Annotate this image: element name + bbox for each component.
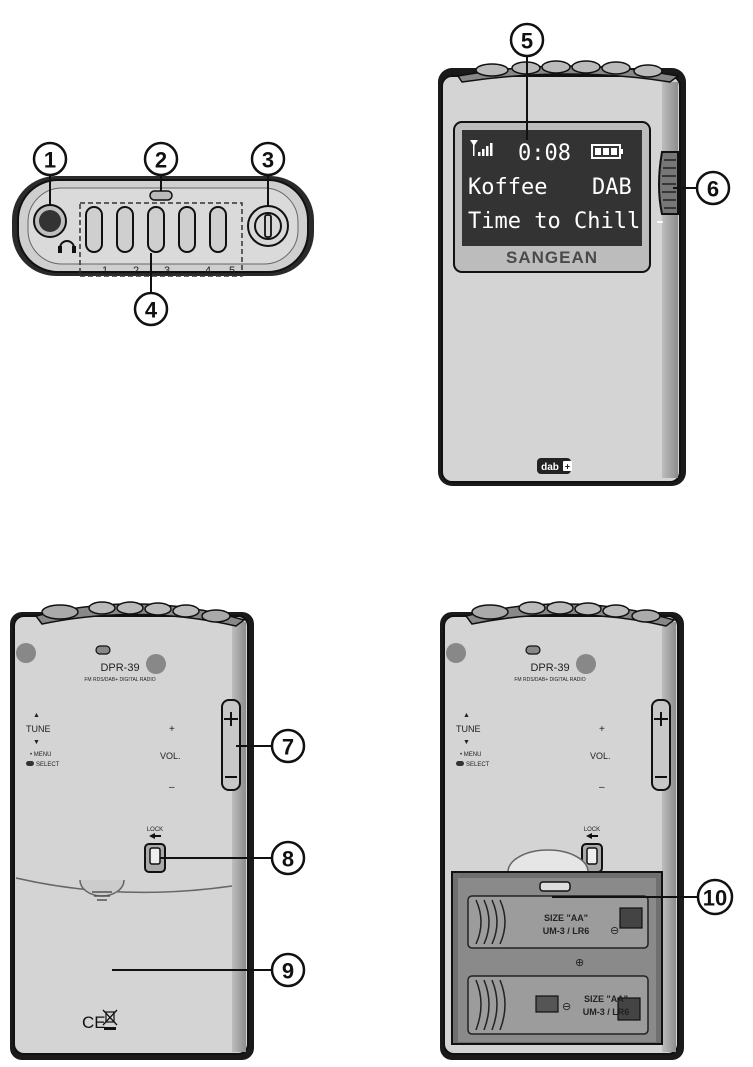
vol-label: VOL.: [160, 751, 181, 761]
open-lock-switch: [581, 843, 603, 873]
svg-text:9: 9: [282, 959, 294, 984]
battery-um-top: UM-3 / LR6: [543, 926, 590, 936]
indicator-led: [149, 190, 173, 201]
preset-buttons: [85, 206, 227, 253]
lcd-band: DAB: [592, 175, 632, 200]
svg-text:5: 5: [521, 29, 533, 54]
svg-text:⊖: ⊖: [610, 925, 619, 937]
lcd-station: Koffee: [468, 175, 547, 200]
svg-text:dab: dab: [541, 462, 559, 473]
preset-label-2: 2: [133, 265, 139, 277]
svg-text:⊕: ⊕: [575, 957, 584, 969]
battery-cover-seam: [15, 877, 233, 894]
preset-label-4: 4: [205, 265, 211, 277]
open-model-label: DPR-39: [530, 662, 569, 674]
screw-hole-right: [146, 654, 166, 674]
preset-label-3: 3: [164, 265, 170, 277]
headphone-icon: [58, 240, 76, 253]
card-slot: [539, 881, 571, 892]
open-volume-rocker: [651, 699, 671, 791]
top-view-device: 1 2 3 4 5: [12, 176, 314, 277]
open-back-view-device: DPR-39 FM RDS/DAB+ DIGITAL RADIO ▲ TUNE …: [440, 601, 684, 1060]
svg-text:7: 7: [282, 735, 294, 760]
callout-6: 6: [695, 170, 731, 206]
callout-8: 8: [270, 840, 306, 876]
vol-minus-label: –: [169, 782, 175, 793]
back-top-buttons: [34, 601, 246, 627]
vol-plus-label: +: [169, 724, 175, 735]
brand-logo: SANGEAN: [506, 248, 598, 267]
open-menu-label: • MENU: [460, 752, 481, 758]
open-lock-label: LOCK: [584, 827, 600, 833]
front-top-buttons: [456, 60, 680, 83]
callout-10: 10: [696, 878, 734, 916]
callout-3: 3: [250, 141, 286, 177]
battery-size-bottom: SIZE "AA": [584, 994, 628, 1004]
battery-size-top: SIZE "AA": [544, 913, 588, 923]
preset-label-5: 5: [229, 265, 235, 277]
callout-1: 1: [32, 141, 68, 177]
callout-5: 5: [509, 22, 545, 58]
lcd-scroll-text: Time to Chill -: [468, 209, 667, 234]
power-knob: [247, 205, 289, 247]
ce-mark: CE: [82, 1013, 106, 1032]
weee-bin-icon: [102, 1009, 118, 1030]
back-view-device: DPR-39 FM RDS/DAB+ DIGITAL RADIO ▲ TUNE …: [10, 601, 254, 1060]
model-label: DPR-39: [100, 662, 139, 674]
callout-7: 7: [270, 728, 306, 764]
open-select-label: SELECT: [466, 762, 490, 768]
battery-compartment: SIZE "AA" UM-3 / LR6 ⊖ ⊕ ⊖ SIZE "AA" UM-…: [451, 849, 663, 1045]
svg-text:1: 1: [44, 148, 56, 173]
open-vol-label: VOL.: [590, 751, 611, 761]
back-led: [95, 645, 111, 655]
callout-9: 9: [270, 952, 306, 988]
tuning-wheel: [658, 151, 679, 215]
svg-text:10: 10: [703, 886, 727, 911]
svg-text:4: 4: [145, 298, 158, 323]
battery-um-bottom: UM-3 / LR6: [583, 1007, 630, 1017]
svg-text:3: 3: [262, 148, 274, 173]
svg-text:+: +: [565, 462, 570, 472]
front-view-device: 0:08 Koffee DAB Time to Chill - SANGEAN …: [438, 60, 686, 486]
lcd-time: 0:08: [518, 141, 571, 166]
svg-text:8: 8: [282, 847, 294, 872]
dab-logo: dab +: [537, 458, 572, 474]
tune-label: TUNE: [26, 724, 51, 734]
open-vol-minus-label: –: [599, 782, 605, 793]
svg-text:CE: CE: [82, 1013, 106, 1032]
screw-hole-left: [16, 643, 36, 663]
cover-latch: [79, 879, 125, 901]
preset-group-outline: [79, 202, 243, 277]
select-label: SELECT: [36, 762, 60, 768]
open-tune-label: TUNE: [456, 724, 481, 734]
headphone-jack: [33, 204, 67, 238]
svg-text:⊖: ⊖: [562, 1001, 571, 1013]
callout-4: 4: [133, 291, 169, 327]
preset-label-1: 1: [102, 265, 108, 277]
svg-text:▼: ▼: [463, 739, 470, 746]
svg-text:▲: ▲: [33, 712, 40, 719]
open-vol-plus-label: +: [599, 724, 605, 735]
svg-text:▲: ▲: [463, 712, 470, 719]
menu-label: • MENU: [30, 752, 51, 758]
signal-icon: [470, 140, 493, 156]
callout-2: 2: [143, 141, 179, 177]
lock-label: LOCK: [147, 827, 163, 833]
battery-icon: [591, 144, 623, 159]
model-subtitle: FM RDS/DAB+ DIGITAL RADIO: [84, 677, 155, 683]
svg-text:▼: ▼: [33, 739, 40, 746]
svg-text:6: 6: [707, 177, 719, 202]
open-top-buttons: [464, 601, 676, 627]
open-model-subtitle: FM RDS/DAB+ DIGITAL RADIO: [514, 677, 585, 683]
svg-text:2: 2: [155, 148, 167, 173]
callout-lines: [49, 57, 697, 971]
